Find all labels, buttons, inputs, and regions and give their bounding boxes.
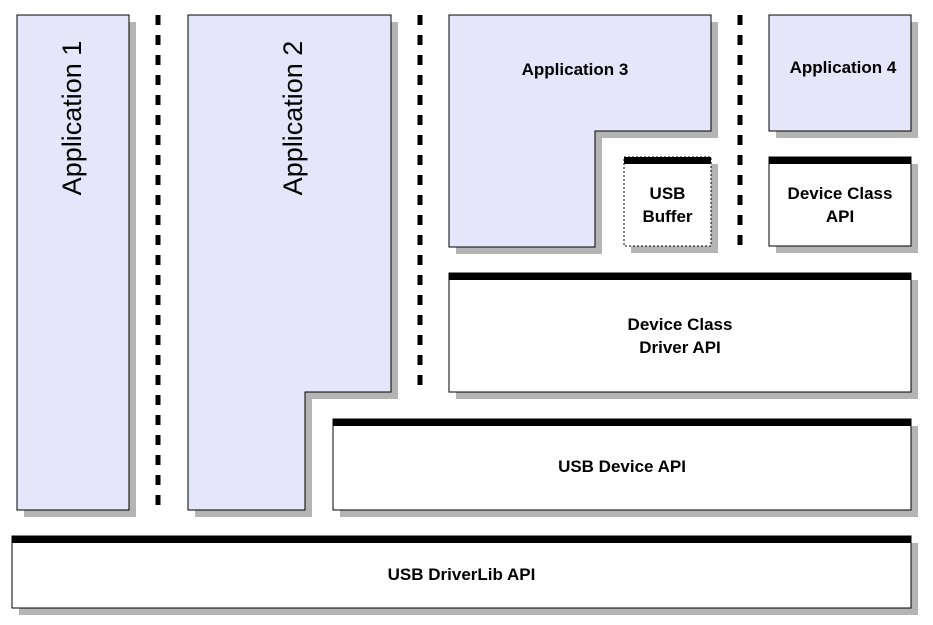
application-2-label: Application 2: [278, 40, 308, 196]
application-1-block: [16, 14, 130, 511]
application-3-label: Application 3: [521, 60, 629, 79]
device-class-driver-api-top-bar: [449, 273, 911, 280]
application-2-block: [187, 14, 392, 511]
device-class-driver-api-label: Device Class Driver API: [449, 313, 911, 359]
usb-device-api-block: [332, 418, 912, 511]
device-class-api-label-line1: Device Class: [787, 184, 893, 203]
usb-buffer-block: [623, 156, 712, 247]
device-class-driver-api-label-line1: Device Class: [627, 315, 733, 334]
device-class-api-label: Device Class API: [769, 182, 911, 228]
separators: [155, 15, 743, 505]
usb-driverlib-api-label: USB DriverLib API: [387, 565, 536, 584]
usb-buffer-top-bar: [624, 157, 711, 164]
device-class-driver-api-label-line2: Driver API: [639, 338, 721, 357]
application-4-block: [768, 14, 912, 132]
usb-driverlib-api-block: [11, 535, 912, 609]
device-class-api-top-bar: [769, 157, 911, 164]
usb-driverlib-api-top-bar: [12, 536, 911, 543]
device-class-driver-api-block: [448, 272, 912, 393]
usb-device-api-label: USB Device API: [558, 457, 686, 476]
usb-device-api-top-bar: [333, 419, 911, 426]
usb-buffer-label: USB Buffer: [624, 182, 711, 228]
application-1-label: Application 1: [57, 40, 87, 196]
application-4-label: Application 4: [789, 58, 897, 77]
device-class-api-label-line2: API: [825, 207, 855, 226]
usb-buffer-label-line1: USB: [649, 184, 686, 203]
application-3-block: [448, 14, 712, 248]
usb-buffer-label-line2: Buffer: [642, 207, 693, 226]
